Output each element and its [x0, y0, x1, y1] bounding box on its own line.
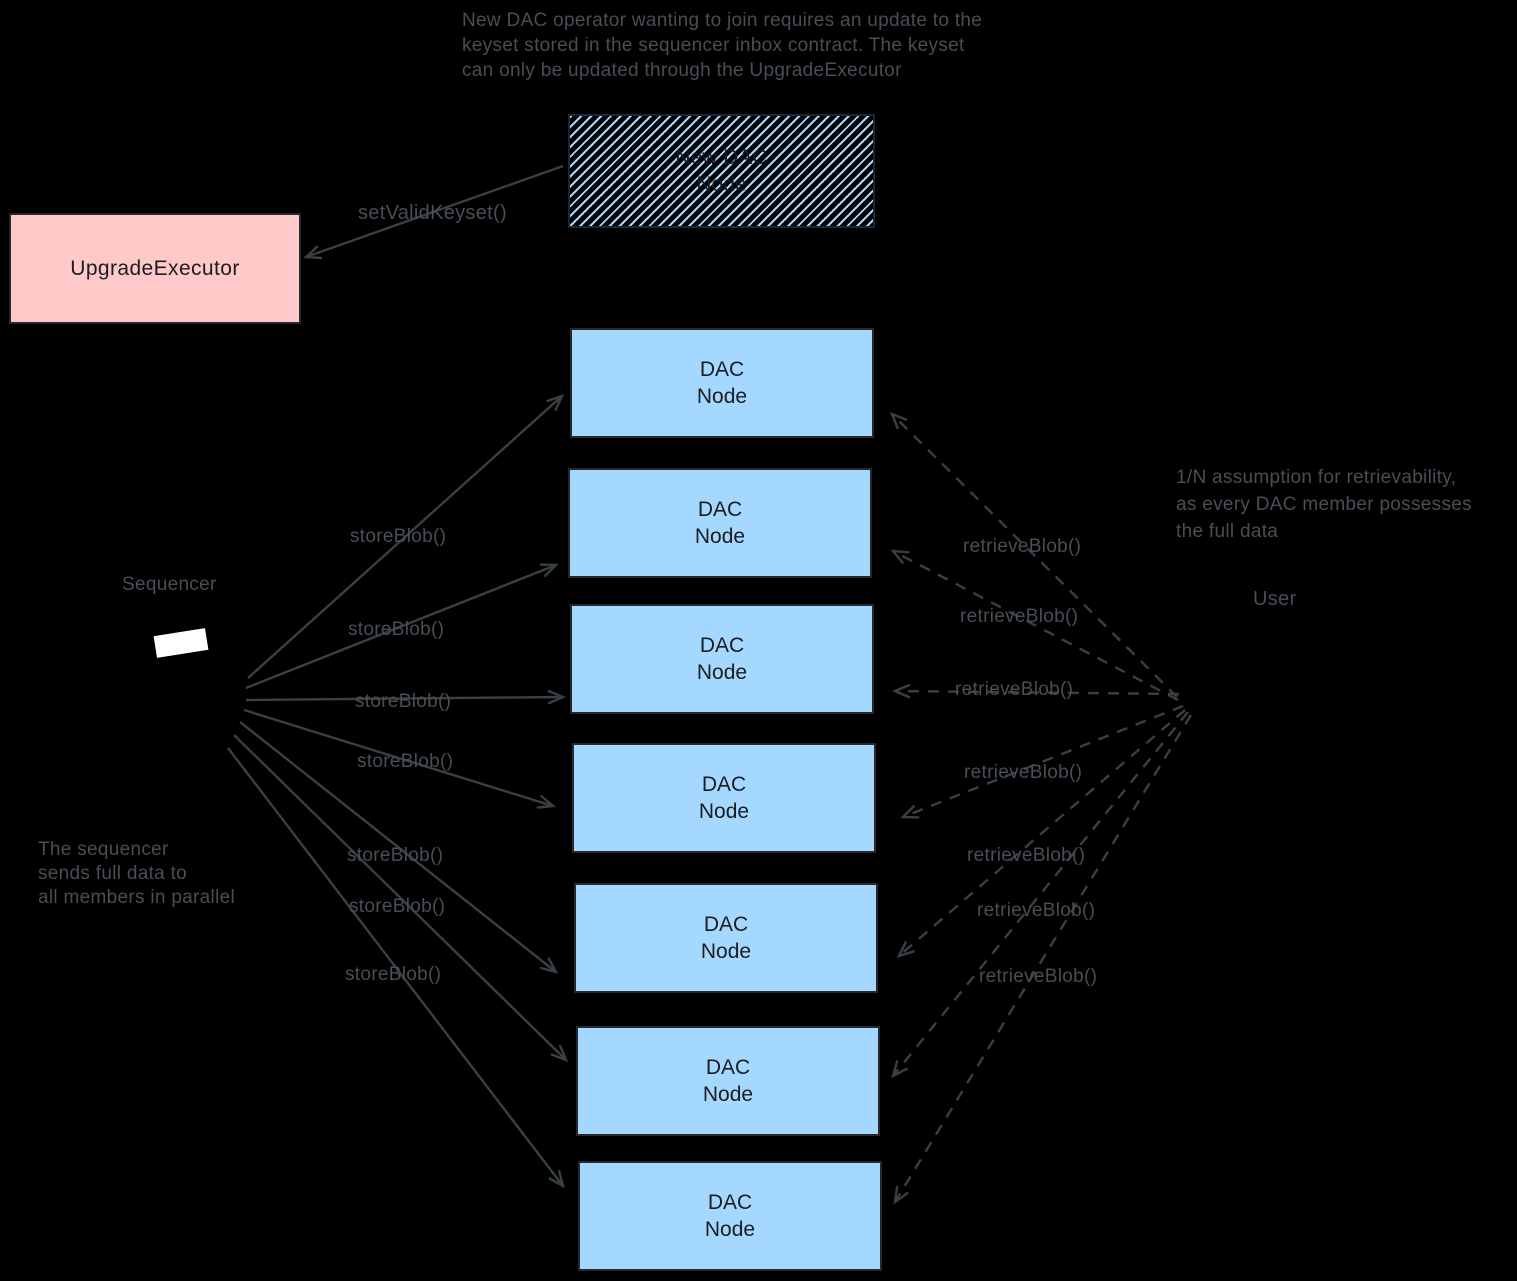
store-blob-label-4: storeBlob(): [357, 751, 454, 772]
store-blob-label-1: storeBlob(): [350, 526, 447, 547]
store-blob-label-3: storeBlob(): [355, 691, 452, 712]
retrievability-note: 1/N assumption for retrievability, as ev…: [1176, 467, 1472, 542]
dac-node-box-2: DAC Node: [568, 468, 872, 578]
store-blob-label-5: storeBlob(): [347, 845, 444, 866]
store-blob-arrow-1: [247, 396, 562, 679]
dac-node-label: DAC Node: [696, 358, 748, 408]
retrieve-blob-arrow-7: [895, 714, 1193, 1202]
store-blob-arrow-6: [233, 734, 566, 1060]
dac-node-label: DAC Node: [704, 1191, 756, 1241]
dac-node-box-1: DAC Node: [570, 328, 874, 438]
sequencer-label: Sequencer: [122, 574, 217, 595]
store-blob-arrow-2: [245, 565, 556, 690]
user-label: User: [1253, 588, 1297, 610]
store-blob-label-2: storeBlob(): [348, 619, 445, 640]
dac-node-box-7: DAC Node: [578, 1161, 882, 1271]
set-valid-keyset-arrow: [306, 164, 564, 257]
dac-node-label: DAC Node: [700, 913, 752, 963]
retrieve-blob-arrow-6: [893, 711, 1189, 1076]
dac-node-label: DAC Node: [696, 634, 748, 684]
retrieve-blob-label-2: retrieveBlob(): [960, 606, 1079, 627]
upgrade-executor-label: UpgradeExecutor: [70, 256, 240, 280]
store-blob-label-6: storeBlob(): [349, 896, 446, 917]
store-blob-arrow-7: [227, 747, 563, 1186]
new-dac-node-box: New DAC Node: [568, 114, 875, 228]
store-blob-arrow-5: [239, 721, 556, 972]
upgrade-executor-box: UpgradeExecutor: [9, 213, 301, 324]
dac-node-label: DAC Node: [694, 498, 746, 548]
sequencer-parallel-note: The sequencer sends full data to all mem…: [38, 839, 235, 908]
dac-node-label: DAC Node: [702, 1056, 754, 1106]
retrieve-blob-arrow-1: [892, 414, 1178, 698]
retrieve-blob-arrow-3: [895, 691, 1180, 694]
dac-node-box-6: DAC Node: [576, 1026, 880, 1136]
retrieve-blob-arrow-5: [899, 709, 1186, 956]
dac-node-box-5: DAC Node: [574, 883, 878, 993]
set-valid-keyset-label: setValidKeyset(): [358, 202, 507, 224]
retrieve-blob-label-3: retrieveBlob(): [955, 679, 1074, 700]
keyset-update-note: New DAC operator wanting to join require…: [462, 10, 983, 81]
store-blob-arrow-4: [243, 708, 553, 806]
retrieve-blob-arrow-4: [903, 704, 1184, 817]
new-dac-node-label: New DAC Node: [675, 146, 768, 196]
retrieve-blob-label-5: retrieveBlob(): [967, 845, 1086, 866]
store-blob-arrow-3: [245, 697, 563, 700]
dac-node-label: DAC Node: [698, 773, 750, 823]
store-blob-label-7: storeBlob(): [345, 964, 442, 985]
retrieve-blob-label-6: retrieveBlob(): [977, 900, 1096, 921]
retrieve-blob-label-4: retrieveBlob(): [964, 762, 1083, 783]
retrieve-blob-label-7: retrieveBlob(): [979, 966, 1098, 987]
retrieve-blob-label-1: retrieveBlob(): [963, 536, 1082, 557]
retrieve-blob-arrow-2: [893, 551, 1179, 702]
dac-node-box-4: DAC Node: [572, 743, 876, 853]
dac-node-box-3: DAC Node: [570, 604, 874, 714]
